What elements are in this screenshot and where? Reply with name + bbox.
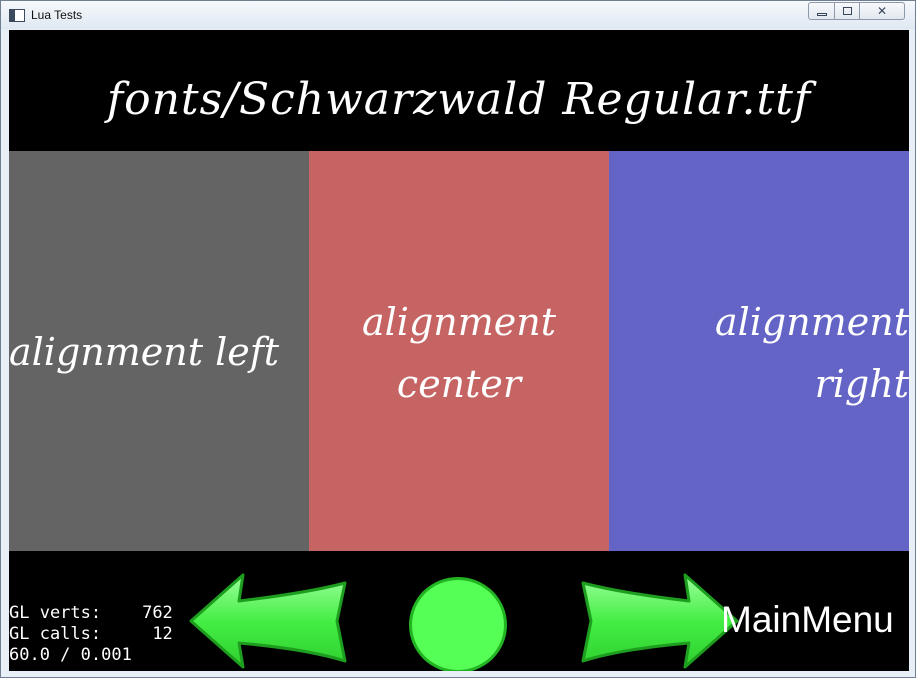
alignment-center-panel: alignment center	[309, 151, 609, 551]
alignment-right-line1: alignment	[714, 300, 909, 344]
maximize-button[interactable]	[834, 2, 860, 20]
fps-readout: 60.0 / 0.001	[9, 645, 132, 665]
gl-calls-value: 12	[152, 624, 173, 644]
minimize-button[interactable]	[808, 2, 835, 20]
minimize-icon	[816, 12, 827, 16]
alignment-right-line2: right	[814, 362, 909, 406]
gl-verts-label: GL verts:	[9, 603, 102, 623]
right-arrow-icon[interactable]	[577, 571, 741, 671]
alignment-center-line1: alignment	[361, 300, 557, 344]
left-arrow-icon[interactable]	[187, 571, 351, 671]
home-circle-button[interactable]	[409, 577, 507, 671]
render-canvas: fonts/Schwarzwald Regular.ttf alignment …	[9, 30, 909, 671]
font-path-title: fonts/Schwarzwald Regular.ttf	[106, 74, 812, 125]
main-menu-button[interactable]: MainMenu	[721, 599, 894, 640]
close-icon: ✕	[876, 4, 888, 18]
alignment-left-panel: alignment left	[9, 151, 309, 551]
gl-verts-value: 762	[142, 603, 173, 623]
maximize-icon	[842, 7, 852, 15]
gl-stats-overlay: GL verts: 762 GL calls: 12 60.0 / 0.001	[9, 603, 173, 666]
close-button[interactable]: ✕	[859, 2, 905, 20]
alignment-right-text: alignment right	[609, 291, 909, 415]
alignment-right-panel: alignment right	[609, 151, 909, 551]
bottom-bar: GL verts: 762 GL calls: 12 60.0 / 0.001 …	[9, 551, 909, 671]
alignment-left-text: alignment left	[9, 330, 280, 374]
alignment-center-text: alignment center	[309, 291, 609, 415]
window-title: Lua Tests	[31, 8, 83, 22]
alignment-center-line2: center	[396, 362, 522, 406]
gl-calls-label: GL calls:	[9, 624, 102, 644]
title-bar[interactable]: Lua Tests ✕	[1, 1, 915, 29]
app-window-icon	[9, 9, 25, 22]
